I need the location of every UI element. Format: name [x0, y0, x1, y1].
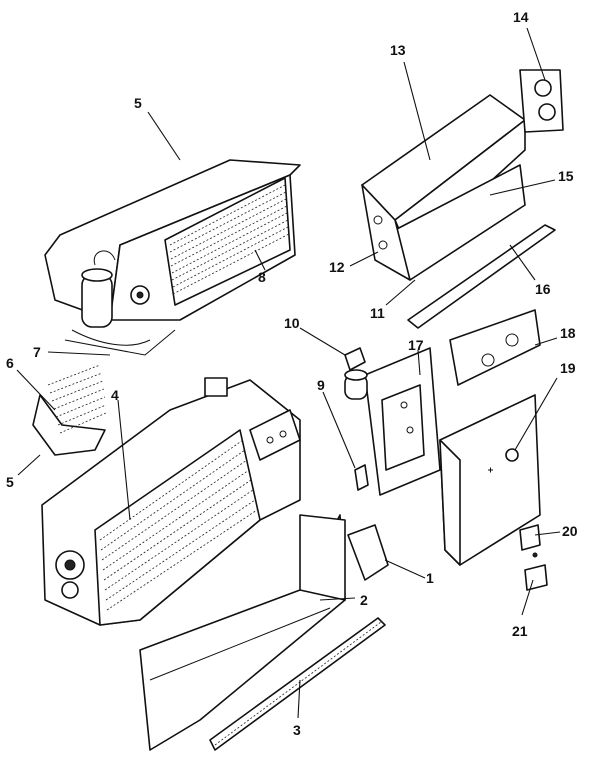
callout-9: 9 — [317, 377, 325, 393]
chassis-assembly — [44, 159, 301, 356]
callout-4: 4 — [111, 387, 119, 403]
upper-housing — [361, 94, 526, 281]
callout-3: 3 — [293, 722, 301, 738]
compressor — [81, 250, 116, 328]
callout-19: 19 — [560, 360, 576, 376]
callout-17: 17 — [408, 337, 424, 353]
callout-2: 2 — [360, 592, 368, 608]
control-box-on-unit — [249, 409, 301, 461]
callout-14: 14 — [513, 9, 529, 25]
control-bracket — [364, 347, 441, 496]
blower-wheel — [55, 550, 85, 599]
control-panel — [449, 309, 541, 386]
callout-1: 1 — [426, 570, 434, 586]
callout-5a: 5 — [134, 95, 142, 111]
capacitor-clamp — [344, 347, 366, 371]
callout-13: 13 — [390, 42, 406, 58]
capacitor-top — [204, 377, 228, 397]
callout-16: 16 — [535, 281, 551, 297]
callout-12: 12 — [329, 259, 345, 275]
bracket-clip — [354, 464, 369, 491]
callout-5b: 5 — [6, 474, 14, 490]
condenser-coil — [169, 184, 290, 295]
leader-lines — [16, 27, 561, 719]
discharge-grille — [209, 617, 386, 751]
callout-6: 6 — [6, 355, 14, 371]
fan-motor — [130, 285, 150, 305]
evaporator-coil — [99, 439, 258, 611]
control-box-housing — [439, 394, 541, 566]
capacitor — [344, 369, 368, 400]
filter-mesh — [47, 364, 107, 434]
rail — [407, 224, 556, 329]
air-deflector — [347, 524, 389, 581]
base-pan-edge — [64, 329, 176, 356]
callout-10: 10 — [284, 315, 300, 331]
callout-labels: 1 2 3 4 5 5 6 7 8 9 10 11 12 13 14 15 16… — [6, 9, 578, 738]
callout-18: 18 — [560, 325, 576, 341]
screw — [532, 552, 538, 558]
main-unit — [41, 377, 301, 626]
refrigerant-tubing — [71, 329, 151, 346]
mounting-bracket — [519, 69, 564, 133]
callout-11: 11 — [370, 305, 385, 321]
callout-7: 7 — [33, 344, 41, 360]
callout-8: 8 — [258, 269, 266, 285]
clip-20 — [519, 524, 541, 551]
filter-assembly — [32, 364, 107, 456]
front-cover — [139, 514, 346, 751]
callout-15: 15 — [558, 168, 574, 184]
callout-21: 21 — [512, 623, 528, 639]
clip-21 — [524, 564, 548, 591]
callout-20: 20 — [562, 523, 578, 539]
